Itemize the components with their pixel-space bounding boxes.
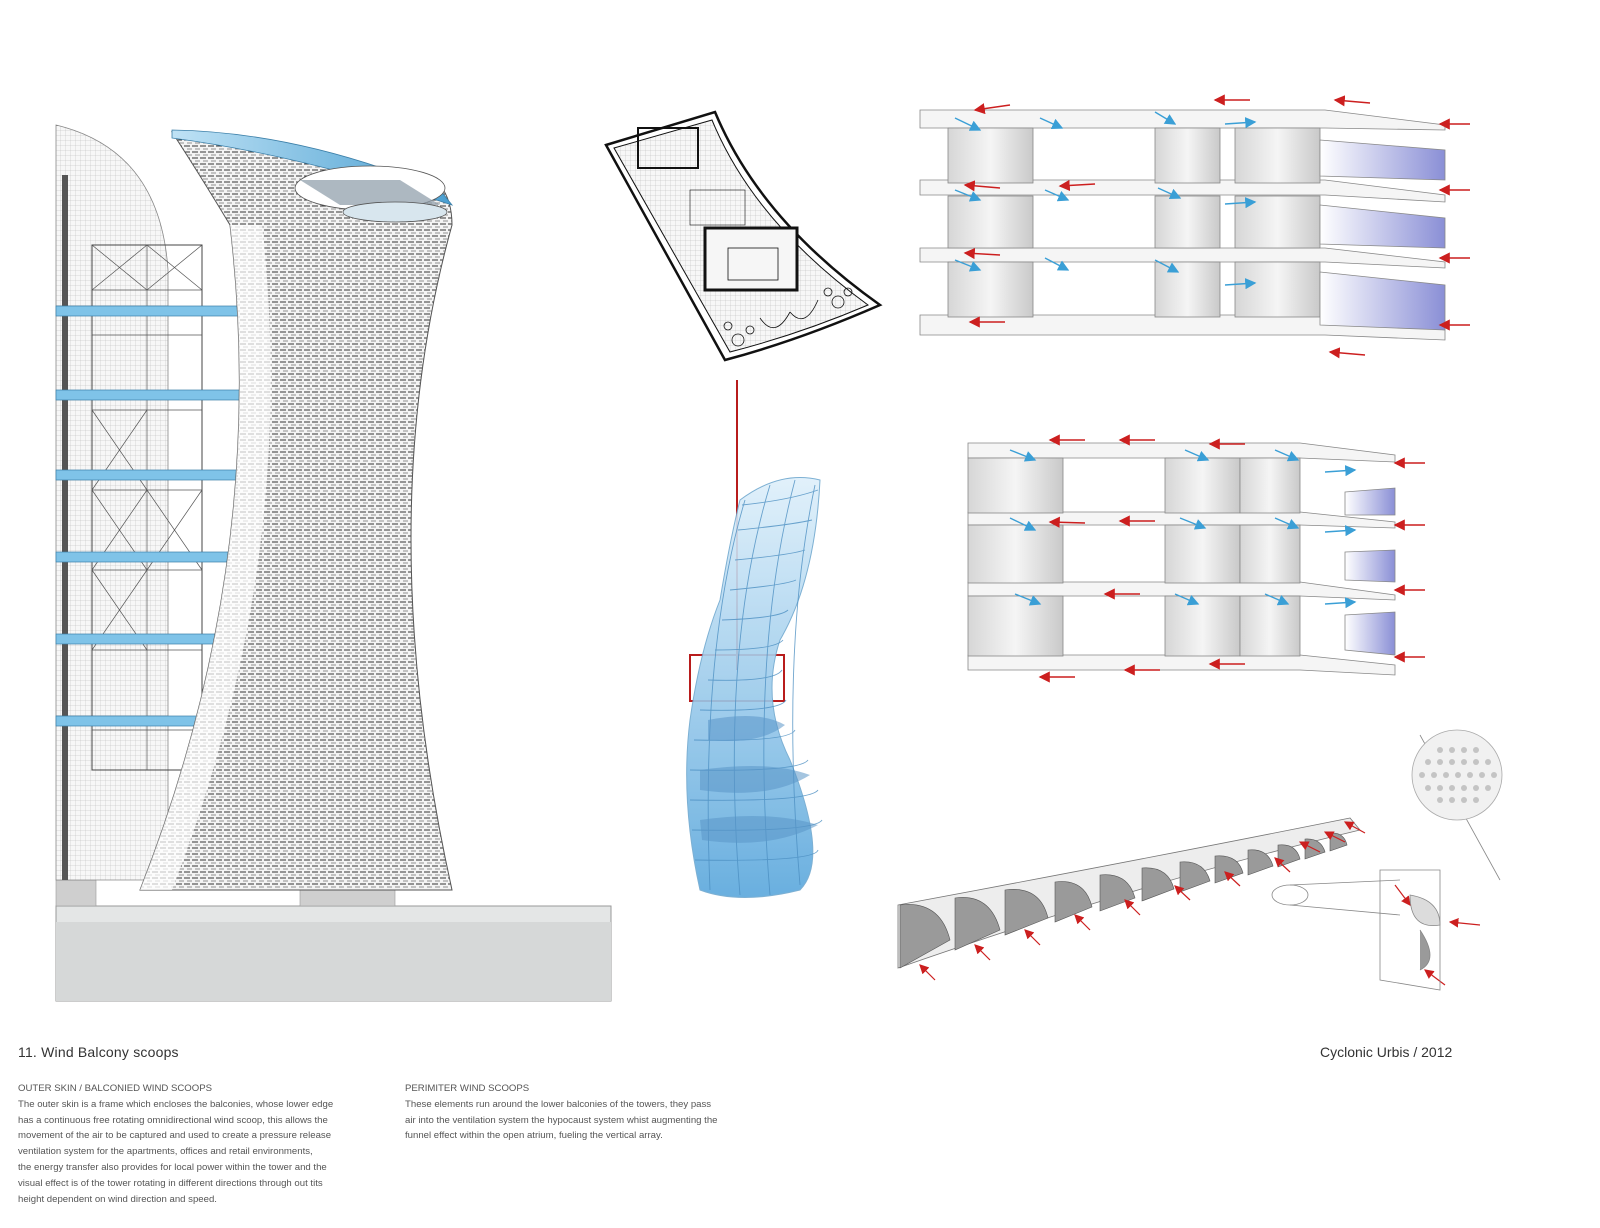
outer-skin-line: has a continuous free rotating omnidirec…	[18, 1114, 328, 1126]
figure-title: 11. Wind Balcony scoops	[18, 1044, 179, 1060]
outer-skin-line: The outer skin is a frame which encloses…	[18, 1098, 334, 1110]
perimeter-heading: PERIMITER WIND SCOOPS	[405, 1083, 530, 1094]
perimeter-line: air into the ventilation system the hypo…	[405, 1114, 718, 1126]
outer-skin-line: visual effect is of the tower rotating i…	[18, 1177, 323, 1189]
perimeter-line: funnel effect within the open atrium, fu…	[405, 1130, 663, 1142]
project-credit: Cyclonic Urbis / 2012	[1320, 1044, 1453, 1060]
perimeter-scoop-array	[897, 729, 1503, 991]
outer-skin-line: ventilation system for the apartments, o…	[18, 1146, 313, 1158]
perimeter-line: These elements run around the lower balc…	[405, 1098, 712, 1110]
outer-skin-line: the energy transfer also provides for lo…	[18, 1161, 327, 1173]
outer-skin-text: OUTER SKIN / BALCONIED WIND SCOOPS The o…	[18, 1081, 393, 1207]
outer-skin-line: movement of the air to be captured and u…	[18, 1130, 332, 1142]
tower-elevation	[55, 124, 612, 1002]
apartment-floor-plan	[604, 110, 883, 362]
perimeter-text: PERIMITER WIND SCOOPS These elements run…	[405, 1081, 775, 1144]
tower-wireframe-model	[686, 477, 823, 898]
ventilation-section-lower	[967, 434, 1425, 683]
outer-skin-line: height dependent on wind direction and s…	[18, 1193, 217, 1205]
outer-skin-heading: OUTER SKIN / BALCONIED WIND SCOOPS	[18, 1083, 213, 1094]
ventilation-section-upper	[919, 94, 1470, 359]
